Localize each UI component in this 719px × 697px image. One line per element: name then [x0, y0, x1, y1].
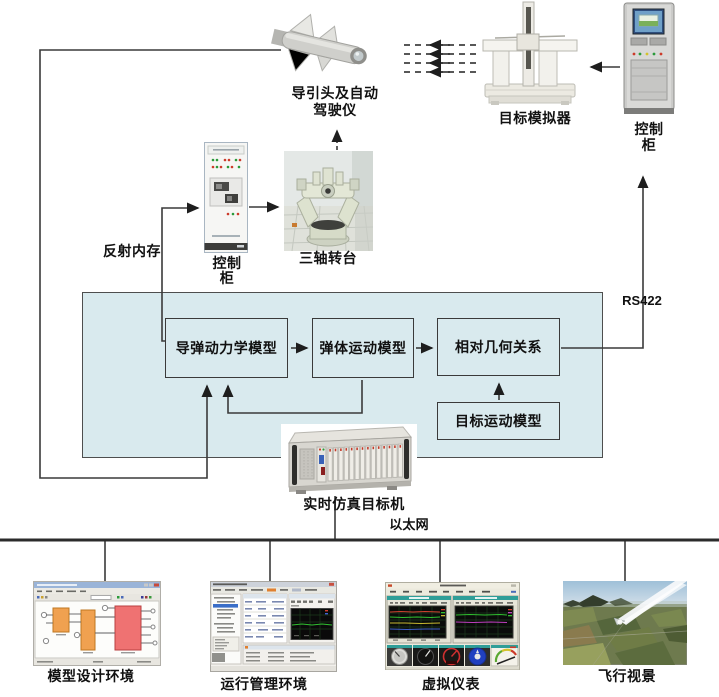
reflective-memory-label: 反射内存 [103, 243, 161, 259]
control-cabinet-top-label-line2: 柜 [641, 137, 657, 153]
seeker-label: 导引头及自动 驾驶仪 [292, 85, 379, 119]
control-cabinet-top-label: 控制 柜 [635, 121, 664, 153]
missile-dynamics-model-label: 导弹动力学模型 [175, 340, 278, 356]
run-management-screenshot [210, 581, 337, 672]
control-cabinet-top-label-line1: 控制 [634, 121, 664, 137]
body-motion-model-label: 弹体运动模型 [319, 340, 407, 356]
target-simulator-label: 目标模拟器 [498, 110, 572, 126]
relative-geometry-label: 相对几何关系 [455, 339, 542, 355]
control-cabinet-top-photo [621, 2, 677, 116]
control-cabinet-mid-label: 控制 柜 [213, 256, 242, 286]
target-motion-model-box: 目标运动模型 [437, 402, 560, 440]
realtime-target-chassis-photo [281, 424, 417, 496]
turntable-label: 三轴转台 [299, 250, 357, 266]
target-motion-model-label: 目标运动模型 [455, 413, 542, 429]
flight-scene-screenshot [563, 581, 687, 665]
station-label-flight-scene: 飞行视景 [598, 668, 656, 684]
rs422-label: RS422 [622, 293, 662, 308]
realtime-target-label: 实时仿真目标机 [303, 496, 405, 512]
seeker-missile-photo [265, 13, 387, 87]
virtual-instruments-screenshot [385, 582, 520, 670]
target-simulator-photo [481, 0, 579, 112]
station-label-model-design: 模型设计环境 [47, 668, 135, 684]
model-design-screenshot [33, 581, 161, 666]
ethernet-label: 以太网 [389, 517, 429, 532]
body-motion-model-box: 弹体运动模型 [312, 318, 414, 378]
station-label-run-management: 运行管理环境 [220, 676, 308, 692]
station-label-virtual-instruments: 虚拟仪表 [422, 676, 480, 692]
seeker-label-line2: 驾驶仪 [313, 102, 357, 118]
turntable-photo [284, 151, 373, 251]
control-cabinet-mid-label-line2: 柜 [219, 270, 235, 286]
relative-geometry-box: 相对几何关系 [437, 318, 560, 376]
missile-dynamics-model-box: 导弹动力学模型 [165, 318, 288, 378]
seeker-label-line1: 导引头及自动 [291, 85, 379, 101]
control-cabinet-mid-label-line1: 控制 [212, 255, 242, 271]
control-cabinet-mid-photo [204, 142, 248, 253]
